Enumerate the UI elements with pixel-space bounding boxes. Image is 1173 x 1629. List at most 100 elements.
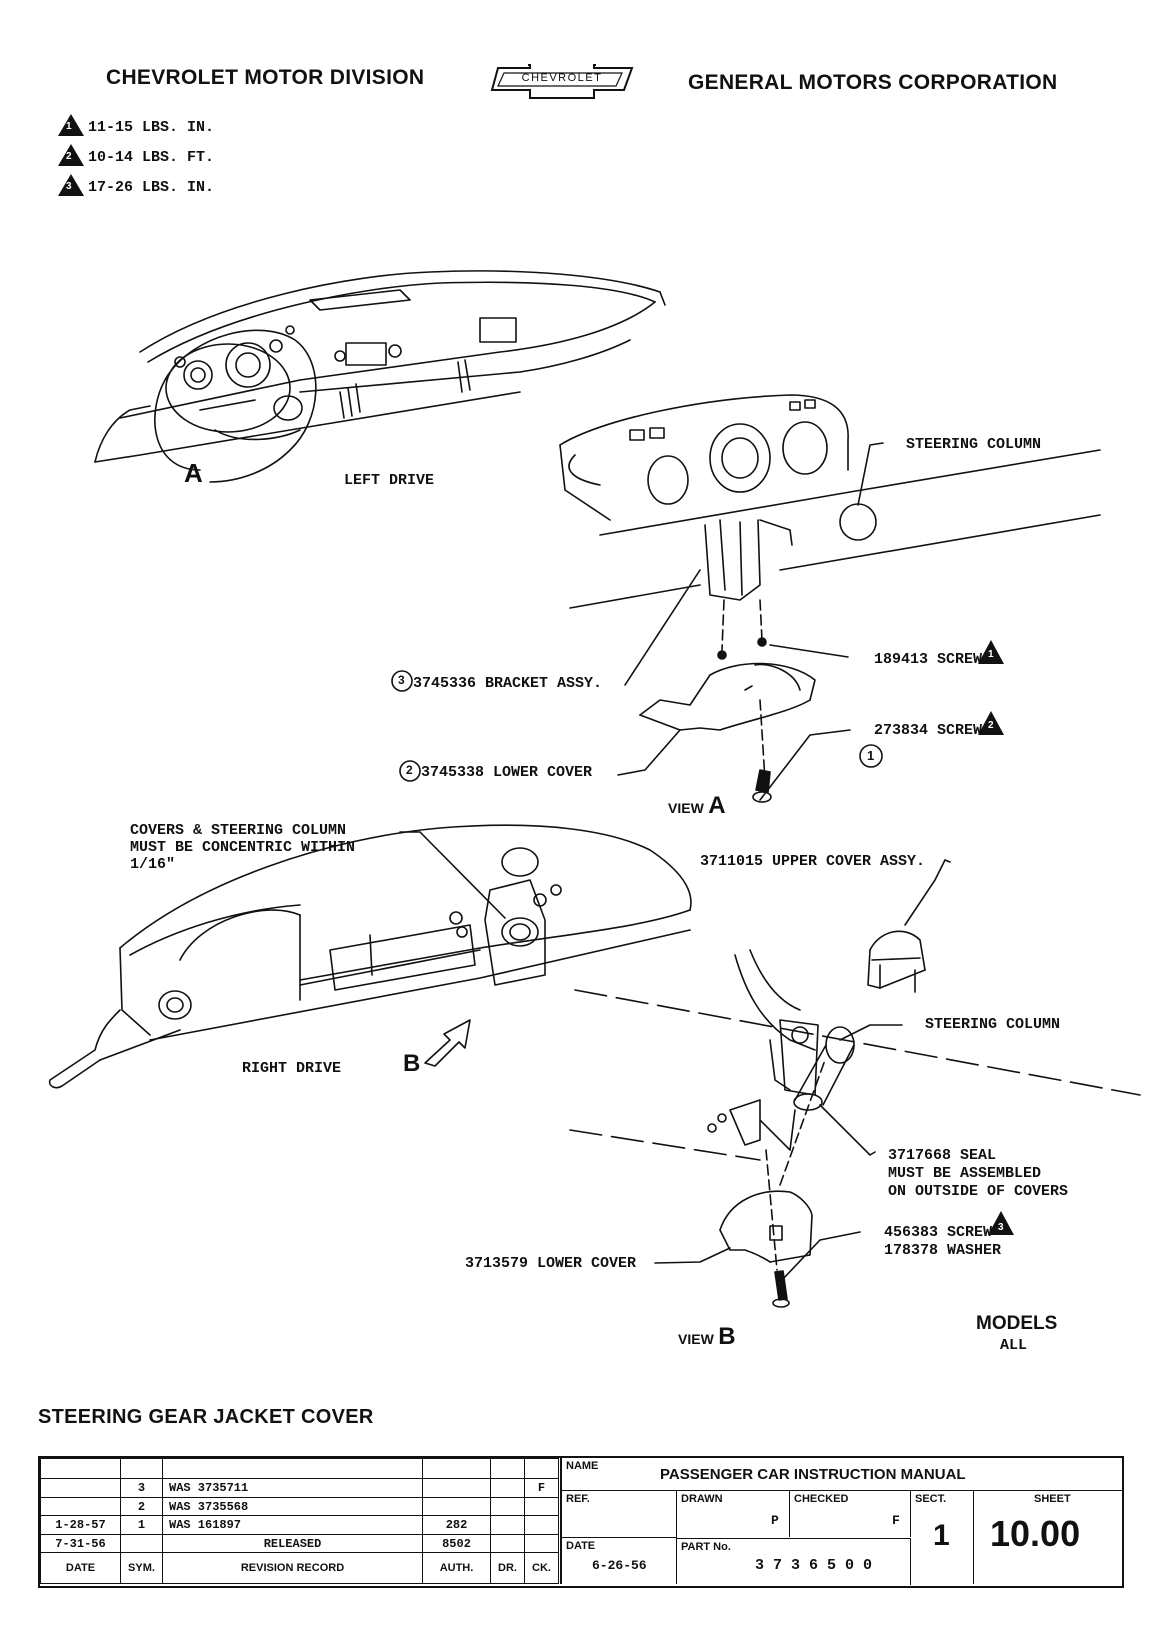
name-value: PASSENGER CAR INSTRUCTION MANUAL xyxy=(660,1466,966,1483)
rev-dr xyxy=(490,1496,525,1517)
rev-dr xyxy=(490,1533,525,1554)
rev-auth xyxy=(422,1496,491,1517)
date-value: 6-26-56 xyxy=(592,1558,647,1573)
drawn-cell: DRAWN P xyxy=(677,1491,790,1537)
view-b-marker: B xyxy=(403,1050,421,1077)
revision-row: 7-31-56 RELEASED 8502 xyxy=(40,1533,559,1554)
title-block-info: NAME PASSENGER CAR INSTRUCTION MANUAL RE… xyxy=(560,1458,1124,1585)
right-drive-label: RIGHT DRIVE xyxy=(242,1060,342,1077)
col-header-ck: CK. xyxy=(524,1552,559,1584)
col-header-sym: SYM. xyxy=(120,1552,163,1584)
callout-concentric-line3: 1/16" xyxy=(130,856,176,873)
view-a-drawing xyxy=(559,394,1101,803)
checked-value: F xyxy=(892,1513,900,1528)
callout-screw-456383: 456383 SCREW xyxy=(884,1224,993,1241)
view-b-drawing xyxy=(569,859,1141,1308)
header-right-title: GENERAL MOTORS CORPORATION xyxy=(688,71,1058,94)
torque-spec-3: 17-26 LBS. IN. xyxy=(88,179,215,196)
callout-seal-line3: ON OUTSIDE OF COVERS xyxy=(888,1183,1069,1200)
torque-spec-2: 10-14 LBS. FT. xyxy=(88,149,215,166)
rev-ck xyxy=(524,1496,559,1517)
callout-seal-line1: 3717668 SEAL xyxy=(888,1147,997,1164)
checked-cell: CHECKED F xyxy=(790,1491,911,1537)
drawn-label: DRAWN xyxy=(681,1493,723,1505)
drawing-title: STEERING GEAR JACKET COVER xyxy=(38,1406,374,1428)
callout-circle-one: 1 xyxy=(867,748,875,763)
torque-symbol-2: 2 xyxy=(66,151,72,162)
torque-symbol-1: 1 xyxy=(66,121,72,132)
view-a-letter: A xyxy=(708,792,726,819)
callout-screw-189413-symbol: 1 xyxy=(988,649,994,660)
col-header-dr: DR. xyxy=(490,1552,525,1584)
revision-row: 3 WAS 3735711 F xyxy=(40,1478,559,1498)
rev-date xyxy=(40,1496,121,1517)
sect-label: SECT. xyxy=(915,1493,947,1505)
name-label: NAME xyxy=(566,1460,599,1472)
checked-label: CHECKED xyxy=(794,1493,849,1505)
callout-steering-column-a: STEERING COLUMN xyxy=(906,436,1042,453)
models-value: ALL xyxy=(1000,1337,1028,1354)
rev-record: WAS 3735568 xyxy=(162,1496,423,1517)
torque-triangle-icon xyxy=(58,114,84,196)
view-b-arrow-icon xyxy=(424,1019,471,1067)
ref-cell: REF. xyxy=(562,1491,677,1538)
date-cell: DATE 6-26-56 xyxy=(562,1538,677,1584)
rev-sym: 2 xyxy=(120,1496,163,1517)
sheet-value: 10.00 xyxy=(990,1513,1081,1554)
name-row: NAME PASSENGER CAR INSTRUCTION MANUAL xyxy=(562,1458,1124,1491)
col-header-date: DATE xyxy=(40,1552,121,1584)
rev-date: 7-31-56 xyxy=(40,1533,121,1554)
title-block: 3 WAS 3735711 F 2 WAS 3735568 1-28-57 1 … xyxy=(38,1456,1124,1588)
right-drive-dashboard-drawing xyxy=(48,824,692,1089)
rev-auth xyxy=(422,1478,491,1498)
rev-ck: F xyxy=(524,1478,559,1498)
rev-record: RELEASED xyxy=(162,1533,423,1554)
rev-date: 1-28-57 xyxy=(40,1515,121,1535)
callout-lower-cover-a: 3745338 LOWER COVER xyxy=(421,764,593,781)
rev-dr xyxy=(490,1478,525,1498)
view-b-label: VIEW B xyxy=(678,1323,736,1351)
left-drive-dashboard-drawing xyxy=(94,270,666,483)
callout-lower-cover-a-number: 2 xyxy=(406,763,413,777)
callout-washer: 178378 WASHER xyxy=(884,1242,1002,1259)
rev-sym: 3 xyxy=(120,1478,163,1498)
callout-lower-cover-b: 3713579 LOWER COVER xyxy=(465,1255,637,1272)
rev-auth: 8502 xyxy=(422,1533,491,1554)
view-a-word: VIEW xyxy=(668,800,704,816)
callout-triangle-icon xyxy=(978,640,1014,1235)
rev-auth: 282 xyxy=(422,1515,491,1535)
rev-sym: 1 xyxy=(120,1515,163,1535)
sect-value: 1 xyxy=(933,1519,950,1552)
chevrolet-bowtie-logo xyxy=(490,64,634,99)
callout-screw-189413: 189413 SCREW xyxy=(874,651,983,668)
callout-concentric-line2: MUST BE CONCENTRIC WITHIN xyxy=(130,839,356,856)
rev-dr xyxy=(490,1515,525,1535)
callout-number-circle-icon xyxy=(391,670,883,782)
ref-label: REF. xyxy=(566,1493,590,1505)
sheet-cell: SHEET 10.00 xyxy=(974,1491,1124,1584)
revision-table: 3 WAS 3735711 F 2 WAS 3735568 1-28-57 1 … xyxy=(40,1457,559,1584)
col-header-revision-record: REVISION RECORD xyxy=(162,1552,423,1584)
header-left-title: CHEVROLET MOTOR DIVISION xyxy=(106,66,425,89)
rev-sym xyxy=(120,1533,163,1554)
view-b-word: VIEW xyxy=(678,1331,714,1347)
view-a-marker: A xyxy=(184,458,203,488)
rev-record: WAS 161897 xyxy=(162,1515,423,1535)
rev-ck xyxy=(524,1515,559,1535)
callout-bracket-assy: 3745336 BRACKET ASSY. xyxy=(413,675,603,692)
callout-seal-line2: MUST BE ASSEMBLED xyxy=(888,1165,1042,1182)
part-label: PART No. xyxy=(681,1541,731,1553)
rev-ck xyxy=(524,1533,559,1554)
callout-screw-273834-symbol: 2 xyxy=(988,720,994,731)
date-label: DATE xyxy=(566,1540,596,1552)
left-drive-label: LEFT DRIVE xyxy=(344,472,435,489)
callout-concentric-line1: COVERS & STEERING COLUMN xyxy=(130,822,347,839)
callout-bracket-number: 3 xyxy=(398,673,405,687)
sect-cell: SECT. 1 xyxy=(911,1491,974,1584)
torque-symbol-3: 3 xyxy=(66,181,72,192)
revision-row: 1-28-57 1 WAS 161897 282 xyxy=(40,1515,559,1535)
callout-screw-273834: 273834 SCREW xyxy=(874,722,983,739)
callout-screw-456383-symbol: 3 xyxy=(998,1222,1004,1233)
view-b-letter: B xyxy=(718,1323,736,1350)
